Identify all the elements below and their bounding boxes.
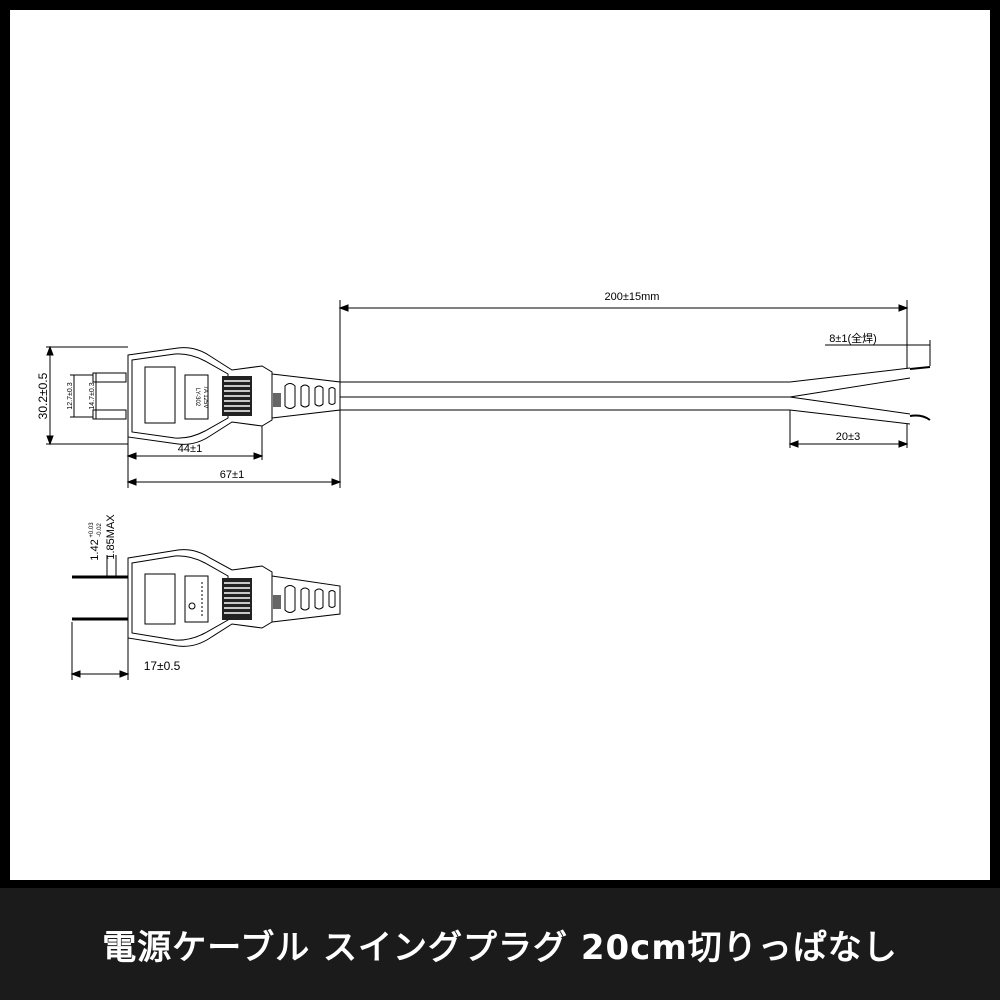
top-plug: LY-302 7A 125V	[92, 347, 341, 445]
plug-height-label: 30.2±0.5	[36, 372, 50, 419]
plug-blade-bottom	[92, 409, 127, 420]
strip-length-label: 8±1(全焊)	[829, 331, 877, 345]
dim-head-length: 44±1	[126, 426, 264, 488]
plug-model-text: LY-302	[194, 388, 200, 407]
caption-bar: 電源ケーブル スイングプラグ 20cm切りっぱなし	[0, 888, 1000, 1000]
dim-strip-length: 8±1(全焊)	[825, 331, 931, 366]
split-length-label: 20±3	[836, 431, 860, 443]
dim-total-plug-length: 67±1	[126, 410, 342, 488]
cable-diagram: LY-302 7A 125V	[36, 291, 931, 680]
blade-width-label: 14.7±0.3	[89, 382, 96, 409]
strain-relief	[271, 373, 341, 419]
blade-length-label: 17±0.5	[144, 659, 181, 673]
total-plug-length-label: 67±1	[220, 469, 244, 481]
dim-blade-width: 14.7±0.3	[89, 373, 97, 419]
plug-face	[144, 366, 176, 424]
plug-rating-text: 7A 125V	[202, 386, 208, 409]
dim-blade-spacing: 12.7±0.3	[67, 374, 93, 418]
cable-length-label: 200±15mm	[605, 291, 660, 303]
dim-blade-thickness: 1.42 +0.03 -0.02 1.85MAX	[89, 514, 117, 577]
plug-label-box	[184, 374, 209, 420]
bare-wire-top	[909, 366, 931, 370]
dim-split-length: 20±3	[788, 410, 909, 448]
blade-thickness-label: 1.42	[89, 539, 101, 560]
caption-text: 電源ケーブル スイングプラグ 20cm切りっぱなし	[102, 927, 898, 968]
blade-spacing-label: 12.7±0.3	[67, 382, 74, 409]
blade-thickness-tol-lower: -0.02	[97, 523, 103, 537]
side-strain-relief	[271, 575, 341, 623]
dim-plug-height: 30.2±0.5	[36, 345, 128, 446]
bare-wire-bottom	[909, 414, 931, 421]
max-thickness-label: 1.85MAX	[105, 514, 117, 560]
diagram-canvas: LY-302 7A 125V	[10, 10, 990, 880]
side-plug-face	[144, 573, 176, 625]
cable	[340, 366, 931, 425]
dim-cable-length: 200±15mm	[338, 291, 909, 382]
blade-thickness-tol-upper: +0.03	[89, 522, 95, 538]
plug-head-inner	[131, 353, 229, 439]
head-length-label: 44±1	[178, 443, 202, 455]
dim-blade-length: 17±0.5	[70, 622, 181, 680]
plug-blade-top	[92, 372, 127, 383]
side-plug	[72, 549, 341, 647]
plug-head-outline	[127, 347, 273, 445]
